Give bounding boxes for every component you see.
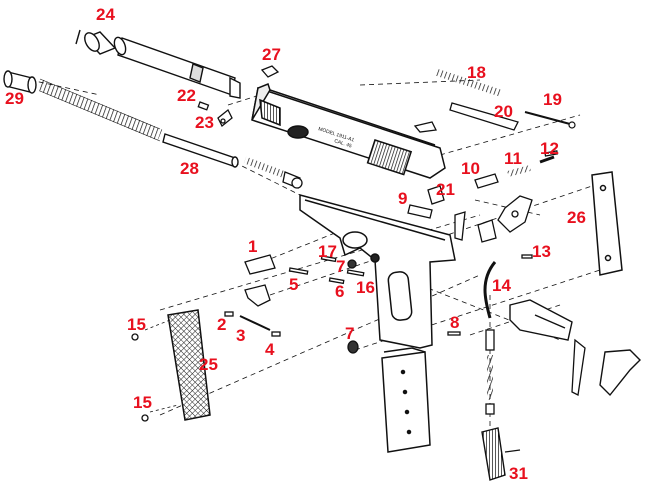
plunger-parts <box>474 155 555 189</box>
sear-spring-leaf <box>571 338 586 396</box>
barrel-link-and-pin <box>197 101 233 128</box>
grip-panel-right <box>591 171 623 276</box>
label-part-17: 17 <box>318 242 337 261</box>
label-part-19: 19 <box>543 90 562 109</box>
small-pins-and-screws <box>131 150 559 422</box>
label-part-6: 6 <box>335 282 345 301</box>
label-part-5: 5 <box>289 275 299 294</box>
label-part-15-upper: 15 <box>127 315 146 334</box>
front-sight <box>260 65 280 78</box>
label-part-23: 23 <box>195 113 214 132</box>
sear-spring <box>483 261 497 319</box>
barrel <box>113 36 241 99</box>
label-part-8: 8 <box>450 313 460 332</box>
label-part-15-lower: 15 <box>133 393 152 412</box>
grip-panel-left <box>167 309 211 421</box>
rear-sight <box>413 121 437 133</box>
trigger <box>599 349 641 397</box>
ejector <box>407 204 433 219</box>
label-part-3: 3 <box>236 326 246 345</box>
label-part-25: 25 <box>199 355 218 374</box>
label-leader-lines <box>144 319 179 413</box>
slide-marking-caliber: CAL. 45 <box>333 138 352 149</box>
frame <box>299 194 456 349</box>
label-part-7-upper: 7 <box>336 257 346 276</box>
label-part-24: 24 <box>96 5 115 24</box>
label-part-14: 14 <box>492 276 511 295</box>
label-part-18: 18 <box>467 63 486 82</box>
label-part-11: 11 <box>504 149 522 168</box>
mainspring-housing <box>481 427 506 481</box>
label-part-26: 26 <box>567 208 586 227</box>
label-part-20: 20 <box>494 102 513 121</box>
label-part-13: 13 <box>532 242 551 261</box>
mainspring-stack <box>485 329 495 415</box>
label-part-12: 12 <box>540 139 559 158</box>
grip-safety <box>509 299 573 341</box>
recoil-spring-plug <box>3 70 37 94</box>
label-part-16: 16 <box>356 278 375 297</box>
recoil-spring-guide <box>162 133 239 168</box>
label-part-9: 9 <box>398 189 408 208</box>
label-part-7-lower: 7 <box>345 324 355 343</box>
label-part-29: 29 <box>5 89 24 108</box>
label-part-28: 28 <box>180 159 199 178</box>
magazine <box>381 347 431 453</box>
firing-pin-spring <box>434 68 502 97</box>
label-part-21: 21 <box>436 180 455 199</box>
recoil-spring <box>37 79 163 141</box>
hammer-sear-group <box>454 195 533 243</box>
slide: MODEL 1911-A1 CAL. 45 <box>251 83 446 179</box>
extractor <box>449 102 519 131</box>
barrel-bushing <box>75 29 117 55</box>
label-part-27: 27 <box>262 45 281 64</box>
label-part-31: 31 <box>509 464 528 483</box>
firing-pin <box>524 111 571 125</box>
disconnector <box>427 185 445 205</box>
label-part-1: 1 <box>248 237 258 256</box>
label-part-4: 4 <box>265 340 275 359</box>
firing-pin-assembly <box>243 156 303 189</box>
label-part-10: 10 <box>461 159 480 178</box>
label-part-22: 22 <box>177 86 196 105</box>
label-part-2: 2 <box>217 315 227 334</box>
